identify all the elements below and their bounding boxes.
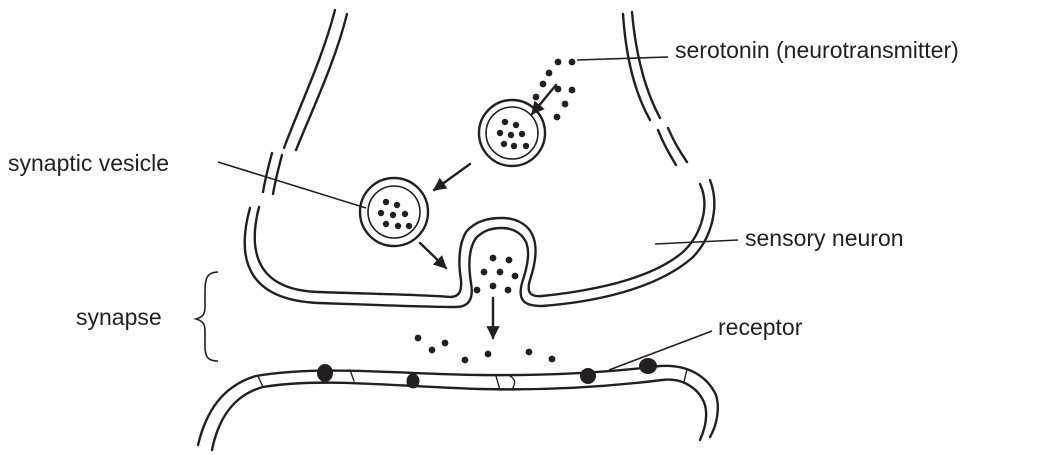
receptor-4 — [639, 358, 657, 374]
receptor-2 — [407, 374, 420, 389]
label-sensory-neuron: sensory neuron — [745, 225, 904, 251]
serotonin-molecules-bulge — [474, 255, 519, 294]
arrow-vesicle-to-bulge — [420, 243, 446, 268]
neuron-right-wall — [623, 12, 687, 165]
neuron-left-wall — [263, 10, 347, 194]
label-serotonin: serotonin (neurotransmitter) — [675, 37, 959, 63]
receptor-3 — [580, 368, 596, 384]
postsynaptic-membrane — [198, 366, 718, 450]
arrow-vesicle-to-vesicle — [434, 164, 470, 190]
serotonin-molecules-top — [533, 59, 576, 121]
receptor-1 — [317, 364, 333, 382]
serotonin-molecules-cleft — [415, 335, 556, 364]
synapse-brace — [196, 272, 218, 361]
synaptic-vesicle-lower — [360, 178, 428, 246]
label-synaptic-vesicle: synaptic vesicle — [8, 150, 169, 176]
leader-lines — [218, 57, 738, 370]
label-receptor: receptor — [718, 314, 803, 340]
label-synapse: synapse — [76, 304, 162, 330]
